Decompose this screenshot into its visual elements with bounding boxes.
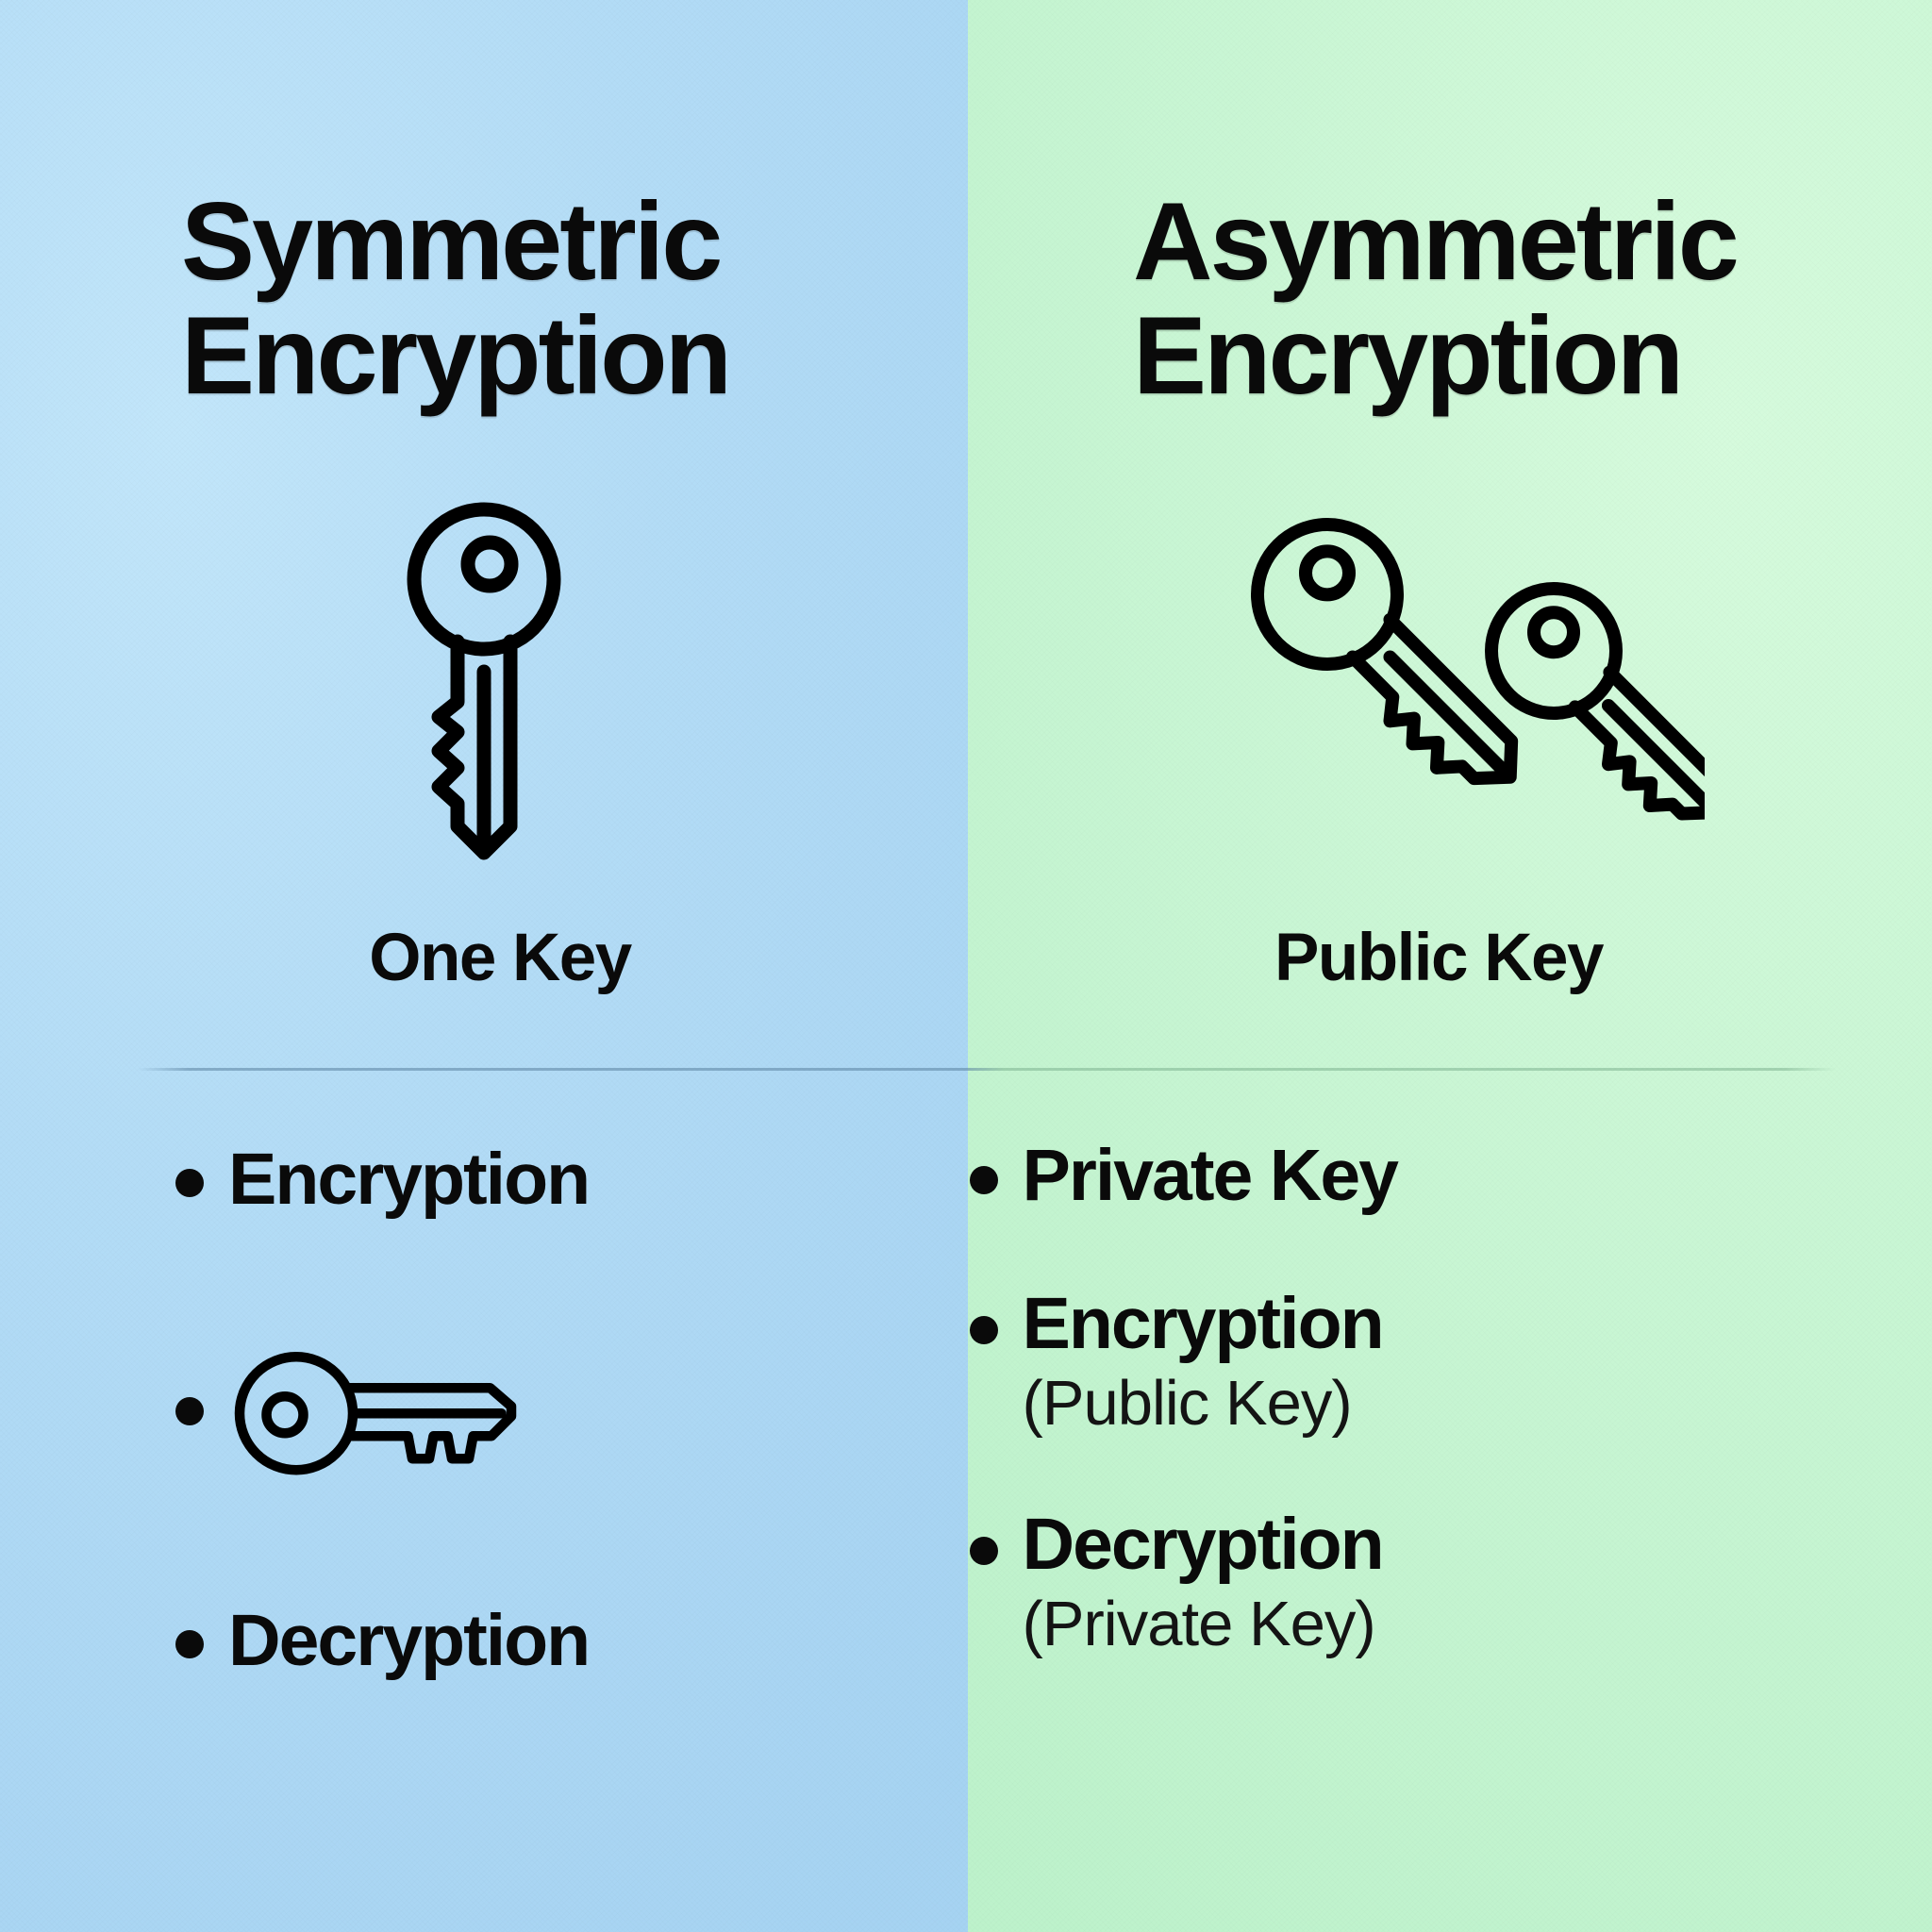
symmetric-panel-title: Symmetric Encryption	[181, 179, 732, 417]
list-item: Encryption (Public Key)	[969, 1283, 1397, 1439]
symmetric-encryption-panel: Symmetric Encryption One Key	[0, 0, 968, 1932]
list-item-label: Private Key	[1022, 1135, 1399, 1216]
asymmetric-feature-list: Private Key Encryption (Public Key) Decr…	[969, 1135, 1399, 1659]
vertical-key-icon	[371, 491, 597, 868]
asymmetric-panel-title: Asymmetric Encryption	[1133, 179, 1740, 417]
one-key-caption: One Key	[369, 921, 632, 995]
asymmetric-encryption-panel: Asymmetric Encryption	[968, 0, 1932, 1932]
list-item: Decryption (Private Key)	[969, 1504, 1397, 1659]
list-item-label: Decryption	[228, 1600, 591, 1681]
bullet-dot-icon	[175, 1397, 204, 1425]
list-item	[175, 1337, 589, 1486]
bullet-dot-icon	[969, 1537, 998, 1565]
bullet-dot-icon	[969, 1316, 998, 1344]
public-key-caption: Public Key	[1274, 921, 1605, 995]
list-item-label: Decryption	[1022, 1504, 1385, 1585]
list-item-label: Encryption	[228, 1139, 591, 1220]
two-keys-icon	[1195, 491, 1705, 868]
bullet-dot-icon	[969, 1166, 998, 1194]
list-item-sublabel: (Private Key)	[1022, 1589, 1376, 1659]
horizontal-key-icon	[228, 1342, 528, 1486]
bullet-dot-icon	[175, 1630, 204, 1658]
list-item: Encryption	[175, 1139, 591, 1220]
one-key-icon-container	[0, 491, 968, 868]
list-item-sublabel: (Public Key)	[1022, 1368, 1353, 1439]
symmetric-feature-list: Encryption	[175, 1139, 591, 1681]
section-divider	[138, 1068, 1836, 1071]
bullet-dot-icon	[175, 1169, 204, 1197]
list-item: Decryption	[175, 1600, 591, 1681]
list-item: Private Key	[969, 1135, 1399, 1216]
public-key-icon-container	[968, 491, 1932, 868]
list-item-label: Encryption	[1022, 1283, 1385, 1364]
